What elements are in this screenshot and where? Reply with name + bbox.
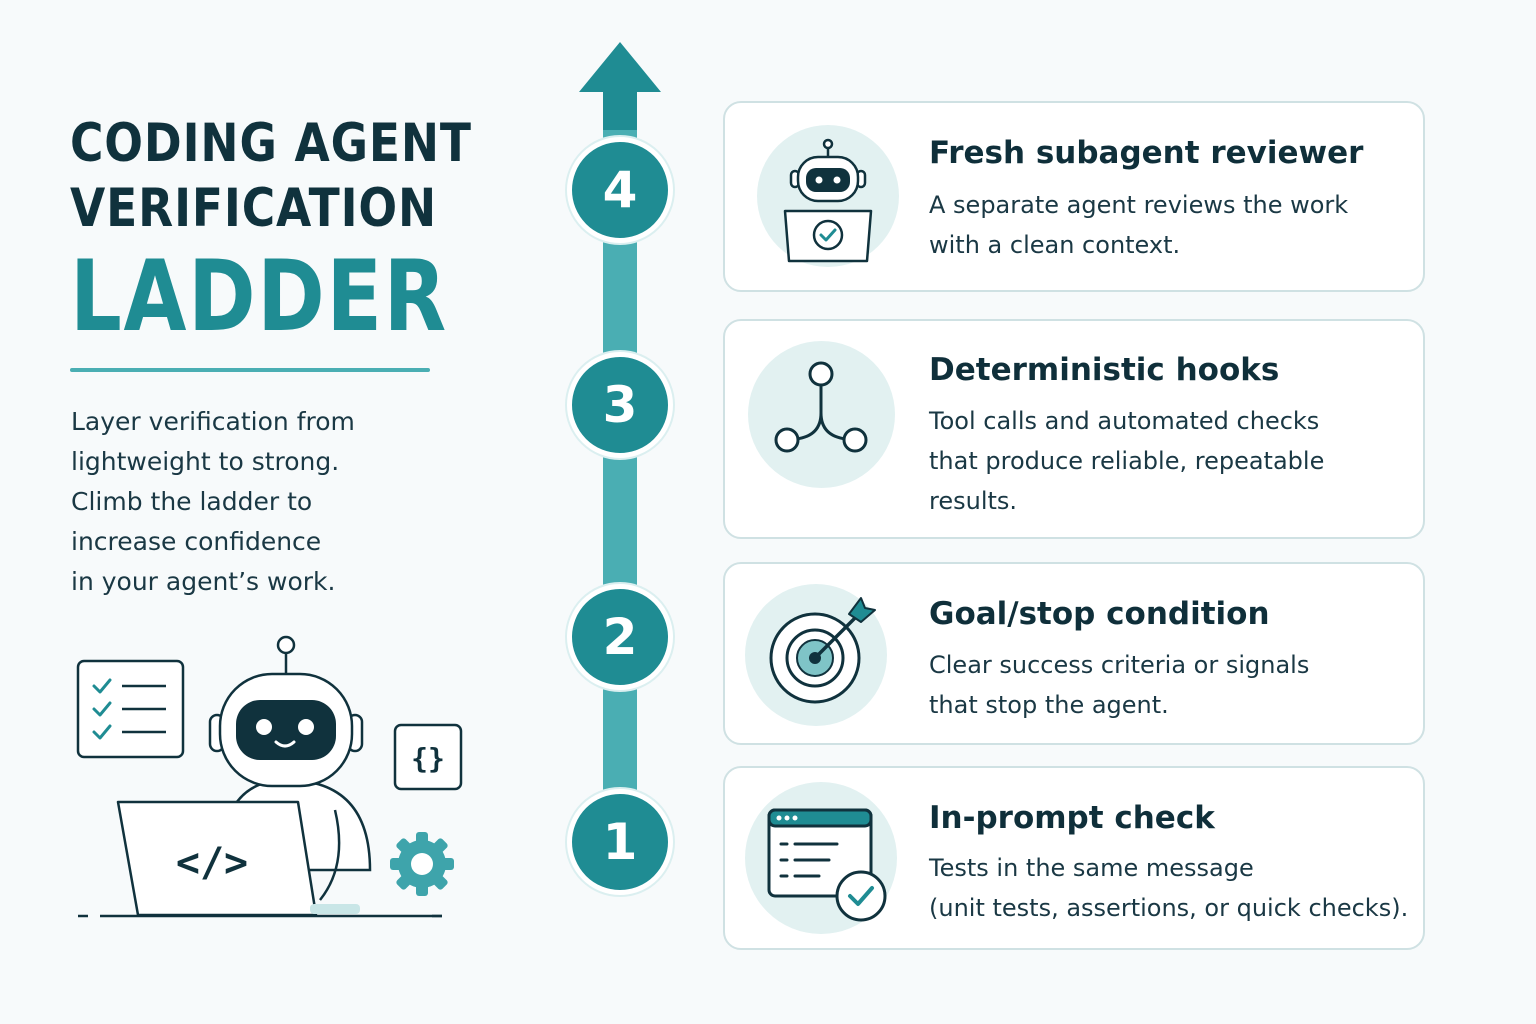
step-number-2: 2: [567, 584, 673, 690]
desc-line: Tool calls and automated checks: [929, 407, 1320, 435]
target-icon: [769, 597, 876, 704]
step-title: Deterministic hooks: [929, 352, 1280, 388]
step-description: A separate agent reviews the work with a…: [929, 185, 1348, 265]
hook-nodes-icon: [774, 361, 868, 453]
desc-line: with a clean context.: [929, 231, 1181, 259]
title-divider: [70, 368, 430, 372]
robot-illustration: </> {}: [76, 635, 463, 918]
title-line-1: CODING AGENT: [70, 113, 472, 174]
window-check-icon: [767, 808, 887, 922]
intro-text: Layer verification from lightweight to s…: [71, 402, 491, 602]
step-number-3: 3: [567, 352, 673, 458]
braces-icon: {}: [393, 723, 463, 791]
step-description: Tests in the same message (unit tests, a…: [929, 848, 1408, 928]
desc-line: Clear success criteria or signals: [929, 651, 1310, 679]
step-card-2: Goal/stop condition Clear success criter…: [723, 562, 1425, 745]
title-line-3: LADDER: [70, 240, 448, 354]
desc-line: that stop the agent.: [929, 691, 1169, 719]
desc-line: results.: [929, 487, 1018, 515]
step-description: Tool calls and automated checks that pro…: [929, 401, 1324, 521]
intro-line: increase confidence: [71, 527, 322, 556]
robot-review-icon: [783, 138, 873, 263]
gear-icon: [390, 832, 454, 896]
desc-line: Tests in the same message: [929, 854, 1254, 882]
step-number-1: 1: [567, 789, 673, 895]
desc-line: (unit tests, assertions, or quick checks…: [929, 894, 1409, 922]
intro-line: Layer verification from: [71, 407, 355, 436]
step-title: In-prompt check: [929, 800, 1215, 836]
laptop-icon: </>: [116, 800, 360, 917]
intro-line: in your agent’s work.: [71, 567, 336, 596]
step-title: Goal/stop condition: [929, 596, 1270, 632]
desc-line: A separate agent reviews the work: [929, 191, 1349, 219]
step-card-4: Fresh subagent reviewer A separate agent…: [723, 101, 1425, 292]
step-title: Fresh subagent reviewer: [929, 135, 1364, 171]
step-card-3: Deterministic hooks Tool calls and autom…: [723, 319, 1425, 539]
intro-line: Climb the ladder to: [71, 487, 313, 516]
code-glyph: </>: [176, 840, 248, 886]
step-card-1: In-prompt check Tests in the same messag…: [723, 766, 1425, 950]
intro-line: lightweight to strong.: [71, 447, 340, 476]
braces-glyph: {}: [411, 742, 445, 775]
step-number-4: 4: [567, 137, 673, 243]
title-line-2: VERIFICATION: [70, 178, 438, 239]
step-description: Clear success criteria or signals that s…: [929, 645, 1309, 725]
ladder-arrow-head: [579, 42, 661, 136]
desc-line: that produce reliable, repeatable: [929, 447, 1325, 475]
checklist-icon: [76, 659, 185, 759]
